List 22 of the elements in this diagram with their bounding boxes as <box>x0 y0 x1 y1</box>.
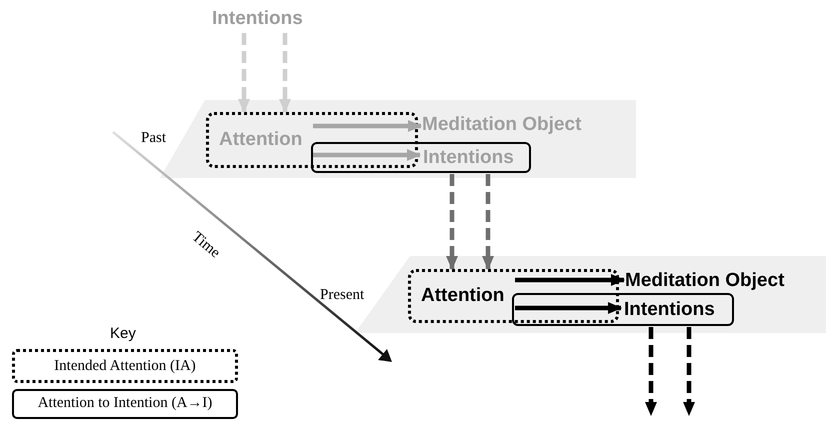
attention-to-intention-frame: Intentions <box>311 142 531 173</box>
text-label: Meditation Object <box>625 268 815 294</box>
time-label: Present <box>320 287 364 304</box>
arrow <box>279 33 291 113</box>
legend-entry: Attention to Intention (A→I) <box>12 389 238 419</box>
legend-entry: Intended Attention (IA) <box>12 349 238 383</box>
text-label: Meditation Object <box>422 112 612 138</box>
arrow <box>683 327 695 416</box>
arrow <box>515 302 622 314</box>
arrow <box>482 174 494 270</box>
arrow <box>238 33 250 113</box>
key-heading: Key <box>110 325 136 342</box>
attention-to-intention-frame: Intentions <box>512 293 734 326</box>
arrow <box>313 120 422 132</box>
intended-attention-frame: Attention <box>206 112 418 168</box>
arrow <box>313 149 421 161</box>
text-label: Intentions <box>212 6 320 32</box>
arrow <box>446 174 458 270</box>
time-label: Past <box>141 130 166 147</box>
arrow <box>515 274 625 286</box>
intended-attention-frame: Attention <box>408 269 619 323</box>
arrow <box>645 327 657 416</box>
